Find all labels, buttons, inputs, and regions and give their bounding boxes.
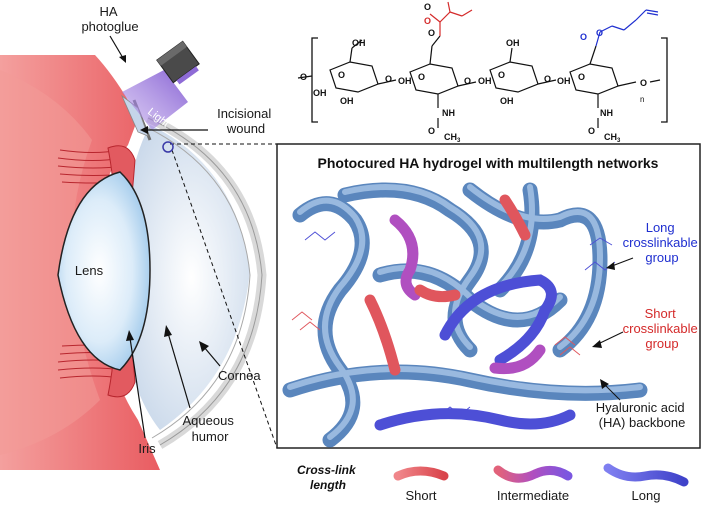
incisional-wound-label: Incisional wound [217,106,275,136]
svg-text:O: O [385,74,392,84]
iris-arrow [129,337,146,439]
svg-text:O: O [588,126,595,136]
ha-photoglue-label: HA photoglue [81,4,138,34]
ha-photoglue-arrow [109,35,124,59]
legend-intermediate-swatch [493,465,573,483]
legend-long-swatch [603,463,689,487]
svg-text:OH: OH [478,76,492,86]
legend-long-label: Long [632,488,661,503]
sclera-inner-fold [0,70,100,455]
ha-chemical-structure: O O OH OH OH O OH O O O NH O CH3 O OH O … [297,1,668,144]
aqueous-humor-region [120,125,250,430]
crosslink-legend: Cross-link length Short Intermediate Lon… [297,463,689,503]
crosslink-long [439,274,557,366]
svg-text:O: O [428,126,435,136]
long-crosslinkable-group-label: Long crosslinkable group [623,220,702,265]
eye-illustration: Light HA photoglue Incisional wound Lens… [0,4,278,470]
svg-text:O: O [544,74,551,84]
svg-text:CH3: CH3 [444,132,461,144]
svg-text:OH: OH [352,38,366,48]
polymer-bracket-right [661,37,668,123]
pendant-groups [291,231,616,416]
hydrogel-title: Photocured HA hydrogel with multilength … [318,155,659,171]
ha-backbone-label: Hyaluronic acid (HA) backbone [596,400,689,430]
backbone-arrow [603,383,621,401]
svg-text:O: O [498,70,505,80]
long-group-arrow [611,257,634,267]
lens-shape [57,171,151,371]
hydrogel-panel: Photocured HA hydrogel with multilength … [276,143,702,449]
aqueous-humor-label: Aqueous humor [183,413,238,444]
lens-label: Lens [75,263,104,278]
svg-text:OH: OH [557,76,571,86]
svg-text:O: O [464,76,471,86]
pentenoate-group [595,9,659,47]
crosslink-short [414,284,461,303]
short-group-arrow [597,331,624,345]
cornea-arrow [203,346,221,367]
hydrogel-network [282,182,648,448]
polymer-bracket-left [311,37,318,123]
svg-text:NH: NH [600,108,613,118]
svg-text:NH: NH [442,108,455,118]
iris-label: Iris [138,441,156,456]
svg-text:OH: OH [340,96,354,106]
crosslink-long [374,408,576,431]
svg-text:OH: OH [506,38,520,48]
svg-text:O: O [300,72,307,82]
legend-short-swatch [393,466,449,481]
svg-text:O: O [424,2,431,12]
svg-text:O: O [580,32,587,42]
short-crosslinkable-group-label: Short crosslinkable group [623,306,702,351]
light-lamp-icon [156,40,200,85]
svg-text:O: O [418,72,425,82]
light-beam [122,70,188,130]
zoom-line-bottom [171,149,278,449]
svg-text:O: O [428,28,435,38]
svg-text:OH: OH [398,76,412,86]
methacrylate-group [429,1,473,36]
aqueous-humor-arrow [167,332,191,409]
svg-text:n: n [640,95,644,104]
legend-intermediate-label: Intermediate [497,488,569,503]
zoom-spot [162,141,174,153]
svg-text:CH3: CH3 [604,132,621,144]
crosslink-intermediate [389,214,421,301]
svg-text:O: O [596,28,603,38]
legend-short-label: Short [405,488,436,503]
legend-title: Cross-link length [297,463,359,492]
cornea-label: Cornea [218,368,261,383]
svg-text:OH: OH [500,96,514,106]
crosslink-intermediate [489,344,546,375]
svg-text:OH: OH [313,88,327,98]
svg-text:O: O [640,78,647,88]
svg-text:O: O [578,72,585,82]
svg-text:O: O [338,70,345,80]
svg-text:O: O [424,16,431,26]
crosslink-short [499,194,531,241]
crosslink-short [364,294,401,376]
